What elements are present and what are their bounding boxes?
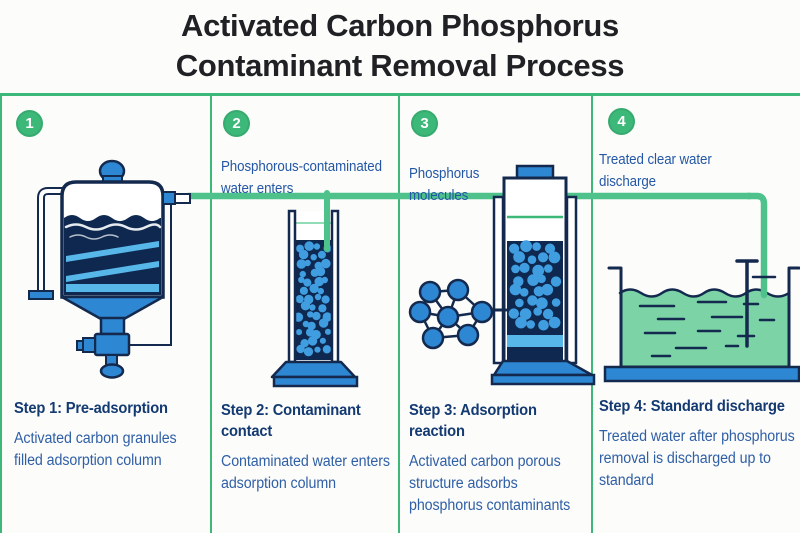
step-3-text: Step 3: Adsorption reaction Activated ca…: [409, 400, 591, 517]
column-divider-2-3: [398, 95, 400, 533]
page-title-line1: Activated Carbon Phosphorus: [180, 8, 619, 43]
step-2-heading: Step 2: Contaminant contact: [221, 402, 361, 441]
step-4-heading: Step 4: Standard discharge: [599, 398, 785, 415]
header-divider: [0, 93, 800, 96]
tank-base: [603, 365, 800, 383]
step-4-badge: 4: [608, 108, 635, 135]
step-2-caption: Phosphorous-contaminated water enters: [221, 159, 382, 198]
discharge-tank-icon: [603, 192, 800, 383]
column-divider-1-2: [210, 95, 212, 533]
page-title: Activated Carbon Phosphorus Contaminant …: [0, 6, 800, 86]
column-divider-3-4: [591, 95, 593, 533]
adsorption-column-icon: [270, 190, 359, 388]
step-2-body: Contaminated water enters adsorption col…: [221, 453, 390, 493]
page-title-line2: Contaminant Removal Process: [175, 48, 625, 83]
reaction-column-icon: [487, 164, 596, 386]
water-ripple-dashes: [638, 300, 776, 358]
step-4-text: Step 4: Standard discharge Treated water…: [599, 396, 797, 492]
column-divider-left: [0, 95, 2, 533]
pre-adsorption-tank-icon: [28, 159, 191, 379]
step-2-text: Step 2: Contaminant contact Contaminated…: [221, 400, 403, 495]
step-3-heading: Step 3: Adsorption reaction: [409, 402, 537, 441]
molecule-cluster-icon: [408, 278, 494, 350]
step-4-caption: Treated clear water discharge: [599, 152, 712, 191]
discharge-pipe: [744, 192, 768, 299]
step-1-heading: Step 1: Pre-adsorption: [14, 400, 168, 417]
step-3-caption: Phosphorus molecules: [409, 166, 480, 205]
carbon-granules: [508, 240, 562, 331]
step-4-body: Treated water after phosphorus removal i…: [599, 428, 795, 490]
step-3-badge: 3: [411, 110, 438, 137]
step-1-badge: 1: [16, 110, 43, 137]
step-1-text: Step 1: Pre-adsorption Activated carbon …: [14, 398, 207, 472]
step-3-body: Activated carbon porous structure adsorb…: [409, 453, 571, 515]
step-1-body: Activated carbon granules filled adsorpt…: [14, 430, 177, 470]
step-2-badge: 2: [223, 110, 250, 137]
